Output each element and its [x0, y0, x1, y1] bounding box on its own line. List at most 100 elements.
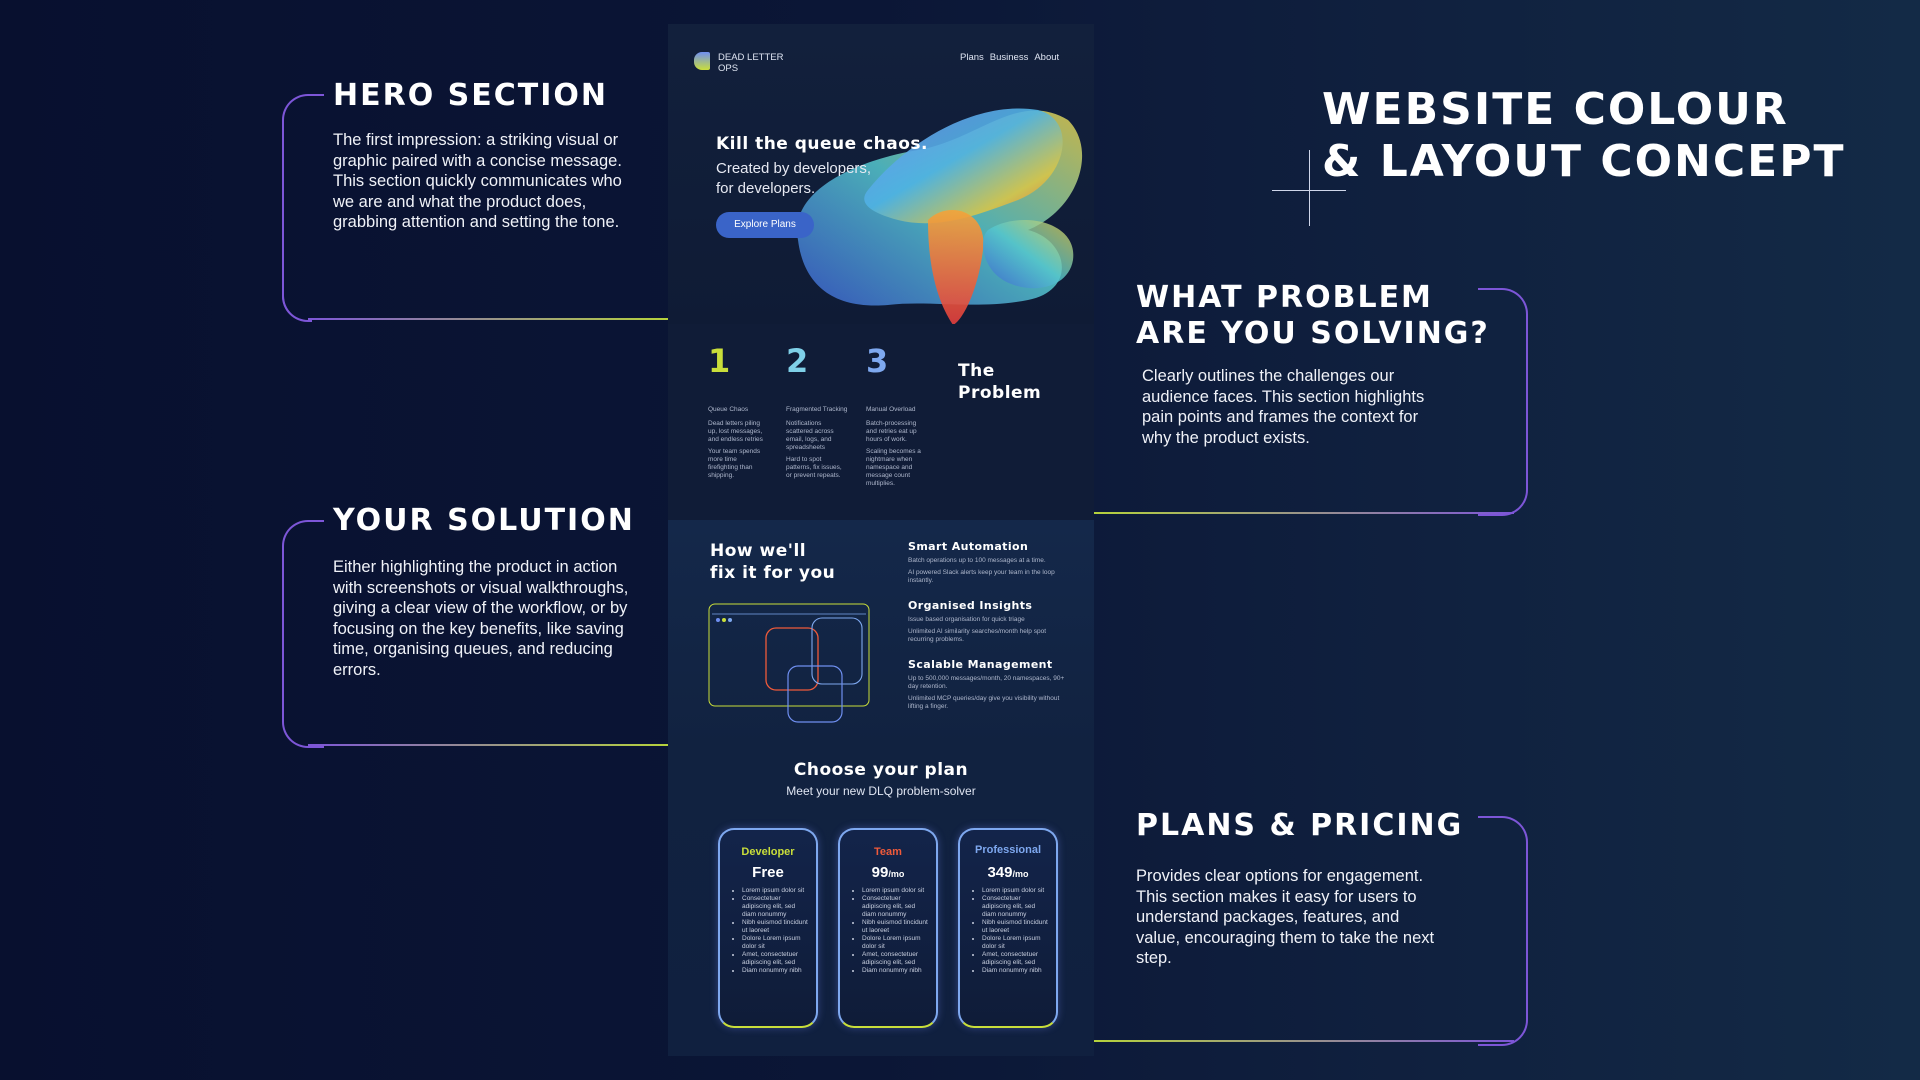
plan-feature: Consectetuer adipiscing elit, sed diam n… — [742, 895, 808, 919]
hero-annotation-body: The first impression: a striking visual … — [333, 131, 622, 231]
problem-bracket — [1478, 288, 1528, 516]
solution-features: Smart Automation Batch operations up to … — [908, 540, 1068, 711]
nav-link-plans[interactable]: Plans — [960, 52, 984, 63]
brand-name: DEAD LETTER OPS — [718, 52, 783, 74]
feature-scalable-management: Scalable Management Up to 500,000 messag… — [908, 658, 1068, 711]
nav-link-about[interactable]: About — [1034, 52, 1060, 63]
problem-text2-1: Your team spends more time firefighting … — [708, 448, 761, 479]
plan-feature: Diam nonummy nibh — [742, 967, 808, 975]
mockup-solution-section: How we'll fix it for you Smart Automatio… — [668, 520, 1094, 750]
plan-card-developer[interactable]: Developer Free Lorem ipsum dolor sit Con… — [718, 828, 818, 1028]
hero-connector — [308, 318, 668, 320]
feature-title-3: Scalable Management — [908, 658, 1053, 671]
mockup-problem-section: 1 2 3 Queue Chaos Dead letters piling up… — [668, 324, 1094, 520]
brand-logo-icon — [694, 52, 710, 70]
plan-feature: Diam nonummy nibh — [862, 967, 928, 975]
plan-name-developer: Developer — [741, 846, 795, 858]
problem-number-1: 1 — [708, 342, 733, 380]
plan-name-team: Team — [874, 846, 902, 858]
feature-organised-insights: Organised Insights Issue based organisat… — [908, 599, 1068, 644]
plan-price-value-developer: Free — [752, 864, 784, 881]
brand-name-line2: OPS — [718, 63, 739, 74]
problem-number-3: 3 — [866, 342, 891, 380]
concept-title-line2: & LAYOUT CONCEPT — [1322, 136, 1846, 187]
feature-text1-2: Issue based organisation for quick triag… — [908, 616, 1025, 623]
problem-text1-2: Notifications scattered across email, lo… — [786, 420, 834, 451]
plan-feature: Nibh euismod tincidunt ut laoreet — [862, 919, 928, 935]
hero-sub-line2: for developers. — [716, 180, 816, 197]
feature-title-2: Organised Insights — [908, 599, 1033, 612]
solution-connector — [308, 744, 668, 746]
problem-item-3: Manual Overload Batch-processing and ret… — [866, 406, 924, 488]
pricing-annotation: PLANS & PRICING Provides clear options f… — [1136, 808, 1476, 969]
plan-feature: Diam nonummy nibh — [982, 967, 1048, 975]
plan-feature: Nibh euismod tincidunt ut laoreet — [742, 919, 808, 935]
brand-name-line1: DEAD LETTER — [718, 52, 784, 63]
plan-feature: Nibh euismod tincidunt ut laoreet — [982, 919, 1048, 935]
plan-price-professional: 349/mo — [960, 864, 1056, 881]
concept-title: WEBSITE COLOUR & LAYOUT CONCEPT — [1322, 84, 1845, 188]
concept-title-line1: WEBSITE COLOUR — [1322, 84, 1789, 135]
feature-text1-1: Batch operations up to 100 messages at a… — [908, 557, 1046, 564]
workflow-illustration — [708, 603, 870, 723]
problem-heading-line1: WHAT PROBLEM — [1136, 280, 1433, 315]
explore-plans-button[interactable]: Explore Plans — [716, 212, 814, 238]
website-mockup: DEAD LETTER OPS Plans Business About Kil… — [668, 24, 1094, 1056]
plan-feature: Lorem ipsum dolor sit — [742, 887, 808, 895]
plan-feature: Amet, consectetuer adipiscing elit, sed — [982, 951, 1048, 967]
plan-features-developer: Lorem ipsum dolor sit Consectetuer adipi… — [720, 887, 816, 975]
mockup-pricing-section: Choose your plan Meet your new DLQ probl… — [668, 750, 1094, 1056]
pricing-connector — [1094, 1040, 1514, 1042]
problem-label-3: Manual Overload — [866, 406, 916, 413]
plan-card-professional[interactable]: Professional 349/mo Lorem ipsum dolor si… — [958, 828, 1058, 1028]
plan-price-per-team: /mo — [888, 869, 905, 879]
pricing-title: Choose your plan — [793, 760, 969, 780]
problem-text1-3: Batch-processing and retries eat up hour… — [866, 420, 917, 443]
problem-title-line1: The — [958, 361, 995, 381]
plan-features-team: Lorem ipsum dolor sit Consectetuer adipi… — [840, 887, 936, 975]
hero-headline: Kill the queue chaos. — [716, 134, 929, 154]
problem-text1-1: Dead letters piling up, lost messages, a… — [708, 420, 763, 443]
problem-label-2: Fragmented Tracking — [786, 406, 848, 413]
mockup-nav: Plans Business About — [960, 52, 1059, 63]
hero-annotation: HERO SECTION The first impression: a str… — [333, 78, 643, 233]
plan-feature: Lorem ipsum dolor sit — [982, 887, 1048, 895]
plan-feature: Dolore Lorem ipsum dolor sit — [982, 935, 1048, 951]
problem-title: The Problem — [958, 360, 1041, 404]
hero-sub-line1: Created by developers, — [716, 160, 872, 177]
problem-item-1: Queue Chaos Dead letters piling up, lost… — [708, 406, 768, 480]
problem-number-2: 2 — [786, 342, 811, 380]
crosshair-decoration-vertical — [1309, 150, 1310, 226]
solution-title-line1: How we'll — [710, 541, 807, 561]
plan-price-developer: Free — [720, 864, 816, 881]
pricing-subtitle: Meet your new DLQ problem-solver — [786, 784, 976, 798]
plan-feature: Lorem ipsum dolor sit — [862, 887, 928, 895]
problem-title-line2: Problem — [958, 383, 1042, 403]
pricing-annotation-heading: PLANS & PRICING — [1136, 808, 1464, 843]
hero-subheadline: Created by developers, for developers. — [716, 159, 871, 199]
plan-feature: Amet, consectetuer adipiscing elit, sed — [742, 951, 808, 967]
pricing-annotation-body: Provides clear options for engagement. T… — [1136, 867, 1435, 967]
problem-text2-2: Hard to spot patterns, fix issues, or pr… — [786, 456, 842, 479]
plan-feature: Amet, consectetuer adipiscing elit, sed — [862, 951, 928, 967]
nav-link-business[interactable]: Business — [989, 52, 1029, 63]
feature-text2-1: AI powered Slack alerts keep your team i… — [908, 569, 1055, 584]
plan-price-value-professional: 349 — [987, 864, 1013, 881]
problem-heading-line2: ARE YOU SOLVING? — [1136, 316, 1490, 351]
abstract-blob-graphic — [797, 108, 1083, 325]
feature-smart-automation: Smart Automation Batch operations up to … — [908, 540, 1068, 585]
plan-card-team[interactable]: Team 99/mo Lorem ipsum dolor sit Consect… — [838, 828, 938, 1028]
pricing-bracket — [1478, 816, 1528, 1046]
feature-text2-2: Unlimited AI similarity searches/month h… — [908, 628, 1047, 643]
solution-annotation: YOUR SOLUTION Either highlighting the pr… — [333, 503, 643, 680]
feature-text1-3: Up to 500,000 messages/month, 20 namespa… — [908, 675, 1065, 690]
problem-text2-3: Scaling becomes a nightmare when namespa… — [866, 448, 921, 487]
problem-connector — [1094, 512, 1514, 514]
plan-price-per-professional: /mo — [1012, 869, 1029, 879]
plan-name-professional: Professional — [974, 844, 1042, 856]
hero-annotation-heading: HERO SECTION — [333, 78, 609, 113]
plan-price-team: 99/mo — [840, 864, 936, 881]
problem-annotation-body: Clearly outlines the challenges our audi… — [1142, 367, 1425, 447]
solution-annotation-body: Either highlighting the product in actio… — [333, 558, 629, 679]
problem-annotation: WHAT PROBLEM ARE YOU SOLVING? Clearly ou… — [1136, 280, 1516, 448]
